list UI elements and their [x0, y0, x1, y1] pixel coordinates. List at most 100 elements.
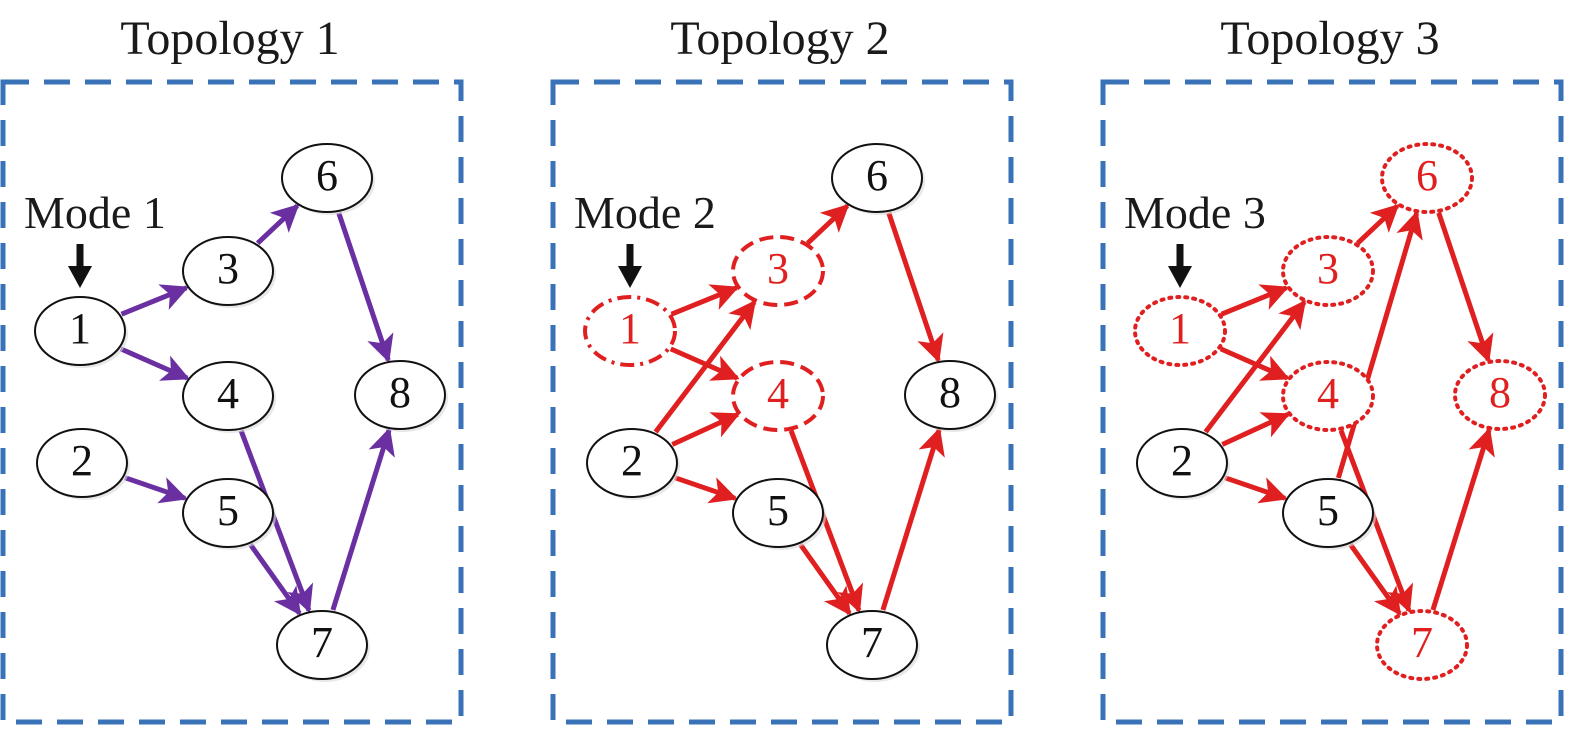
node-label: 2: [1171, 436, 1193, 485]
node-ellipse: [1282, 478, 1374, 548]
node-ellipse: [1453, 359, 1547, 431]
node-2: 2: [36, 428, 130, 500]
node-ellipse: [583, 295, 677, 367]
node-label: 8: [939, 368, 961, 417]
node-label: 2: [621, 436, 643, 485]
mode-label: Mode 2: [574, 187, 716, 238]
node-8: 8: [1453, 359, 1547, 431]
edge-5-7: [1348, 543, 1402, 616]
node-label: 8: [1489, 368, 1511, 417]
panel-title: Topology 3: [1220, 12, 1439, 65]
node-label: 4: [217, 369, 239, 418]
node-label: 5: [1317, 486, 1339, 535]
node-7: 7: [276, 610, 370, 682]
node-ellipse: [1133, 295, 1227, 367]
node-1: 1: [34, 296, 128, 368]
edge-7-8: [1430, 427, 1495, 611]
node-6: 6: [1380, 142, 1474, 214]
node-label: 7: [861, 618, 883, 667]
edge-6-8: [1436, 212, 1494, 363]
node-4: 4: [1281, 360, 1375, 432]
panel-title: Topology 2: [670, 12, 889, 65]
edge-5-7: [248, 543, 302, 616]
node-3: 3: [182, 236, 276, 308]
node-label: 3: [1317, 244, 1339, 293]
edge-7-8: [330, 427, 395, 611]
node-ellipse: [182, 478, 274, 548]
down-arrow-icon: [68, 244, 92, 288]
mode-label: Mode 3: [1124, 187, 1266, 238]
node-label: 6: [866, 151, 888, 200]
node-ellipse: [182, 236, 274, 306]
edge-2-3: [1203, 299, 1307, 434]
node-label: 6: [1416, 151, 1438, 200]
node-8: 8: [354, 360, 448, 432]
panel-frame: [0, 79, 464, 725]
node-6: 6: [831, 143, 925, 215]
node-ellipse: [831, 143, 923, 213]
down-arrow-icon: [618, 244, 642, 288]
node-5: 5: [1282, 478, 1376, 550]
edge-1-3: [670, 284, 740, 317]
node-ellipse: [1375, 609, 1469, 681]
node-ellipse: [586, 428, 678, 498]
node-4: 4: [182, 361, 276, 433]
edge-6-8: [336, 212, 394, 363]
node-1: 1: [1133, 295, 1227, 367]
node-4: 4: [731, 360, 825, 432]
mode-label: Mode 1: [24, 187, 166, 238]
node-ellipse: [281, 143, 373, 213]
edge-3-6: [255, 203, 300, 245]
edge-5-7: [798, 543, 852, 616]
node-label: 3: [217, 244, 239, 293]
edge-2-5: [124, 475, 188, 504]
node-7: 7: [1375, 609, 1469, 681]
node-label: 4: [767, 369, 789, 418]
node-label: 5: [767, 486, 789, 535]
edge-3-6: [1355, 203, 1400, 245]
node-label: 8: [389, 368, 411, 417]
topology-panel-3: Topology 3 Mode 3 1 2 3 4 5 6 7 8: [1100, 12, 1564, 725]
node-label: 1: [619, 304, 641, 353]
node-2: 2: [1136, 428, 1230, 500]
node-label: 3: [767, 244, 789, 293]
edge-3-6: [805, 203, 850, 245]
node-5: 5: [182, 478, 276, 550]
edge-2-4: [1221, 412, 1291, 447]
node-ellipse: [1380, 142, 1474, 214]
edge-2-3: [653, 299, 757, 434]
node-3: 3: [731, 235, 825, 307]
node-3: 3: [1281, 235, 1375, 307]
node-ellipse: [732, 478, 824, 548]
edge-1-4: [669, 346, 740, 381]
panel-frame: [550, 79, 1014, 725]
node-label: 1: [69, 304, 91, 353]
node-ellipse: [1281, 235, 1375, 307]
node-ellipse: [731, 235, 825, 307]
edge-2-4: [671, 412, 741, 447]
node-label: 6: [316, 151, 338, 200]
edge-2-5: [1224, 475, 1288, 504]
node-6: 6: [281, 143, 375, 215]
node-ellipse: [34, 296, 126, 366]
node-2: 2: [586, 428, 680, 500]
node-1: 1: [583, 295, 677, 367]
panel-frame: [1100, 79, 1564, 725]
edge-7-8: [880, 427, 945, 611]
node-ellipse: [182, 361, 274, 431]
edge-1-3: [120, 284, 190, 317]
node-label: 7: [1411, 618, 1433, 667]
node-ellipse: [1281, 360, 1375, 432]
node-7: 7: [826, 610, 920, 682]
edge-2-5: [674, 475, 738, 504]
node-ellipse: [731, 360, 825, 432]
edge-1-4: [119, 346, 190, 381]
node-ellipse: [354, 360, 446, 430]
node-ellipse: [904, 360, 996, 430]
node-8: 8: [904, 360, 998, 432]
edge-6-8: [886, 212, 944, 363]
node-ellipse: [1136, 428, 1228, 498]
node-label: 2: [71, 436, 93, 485]
